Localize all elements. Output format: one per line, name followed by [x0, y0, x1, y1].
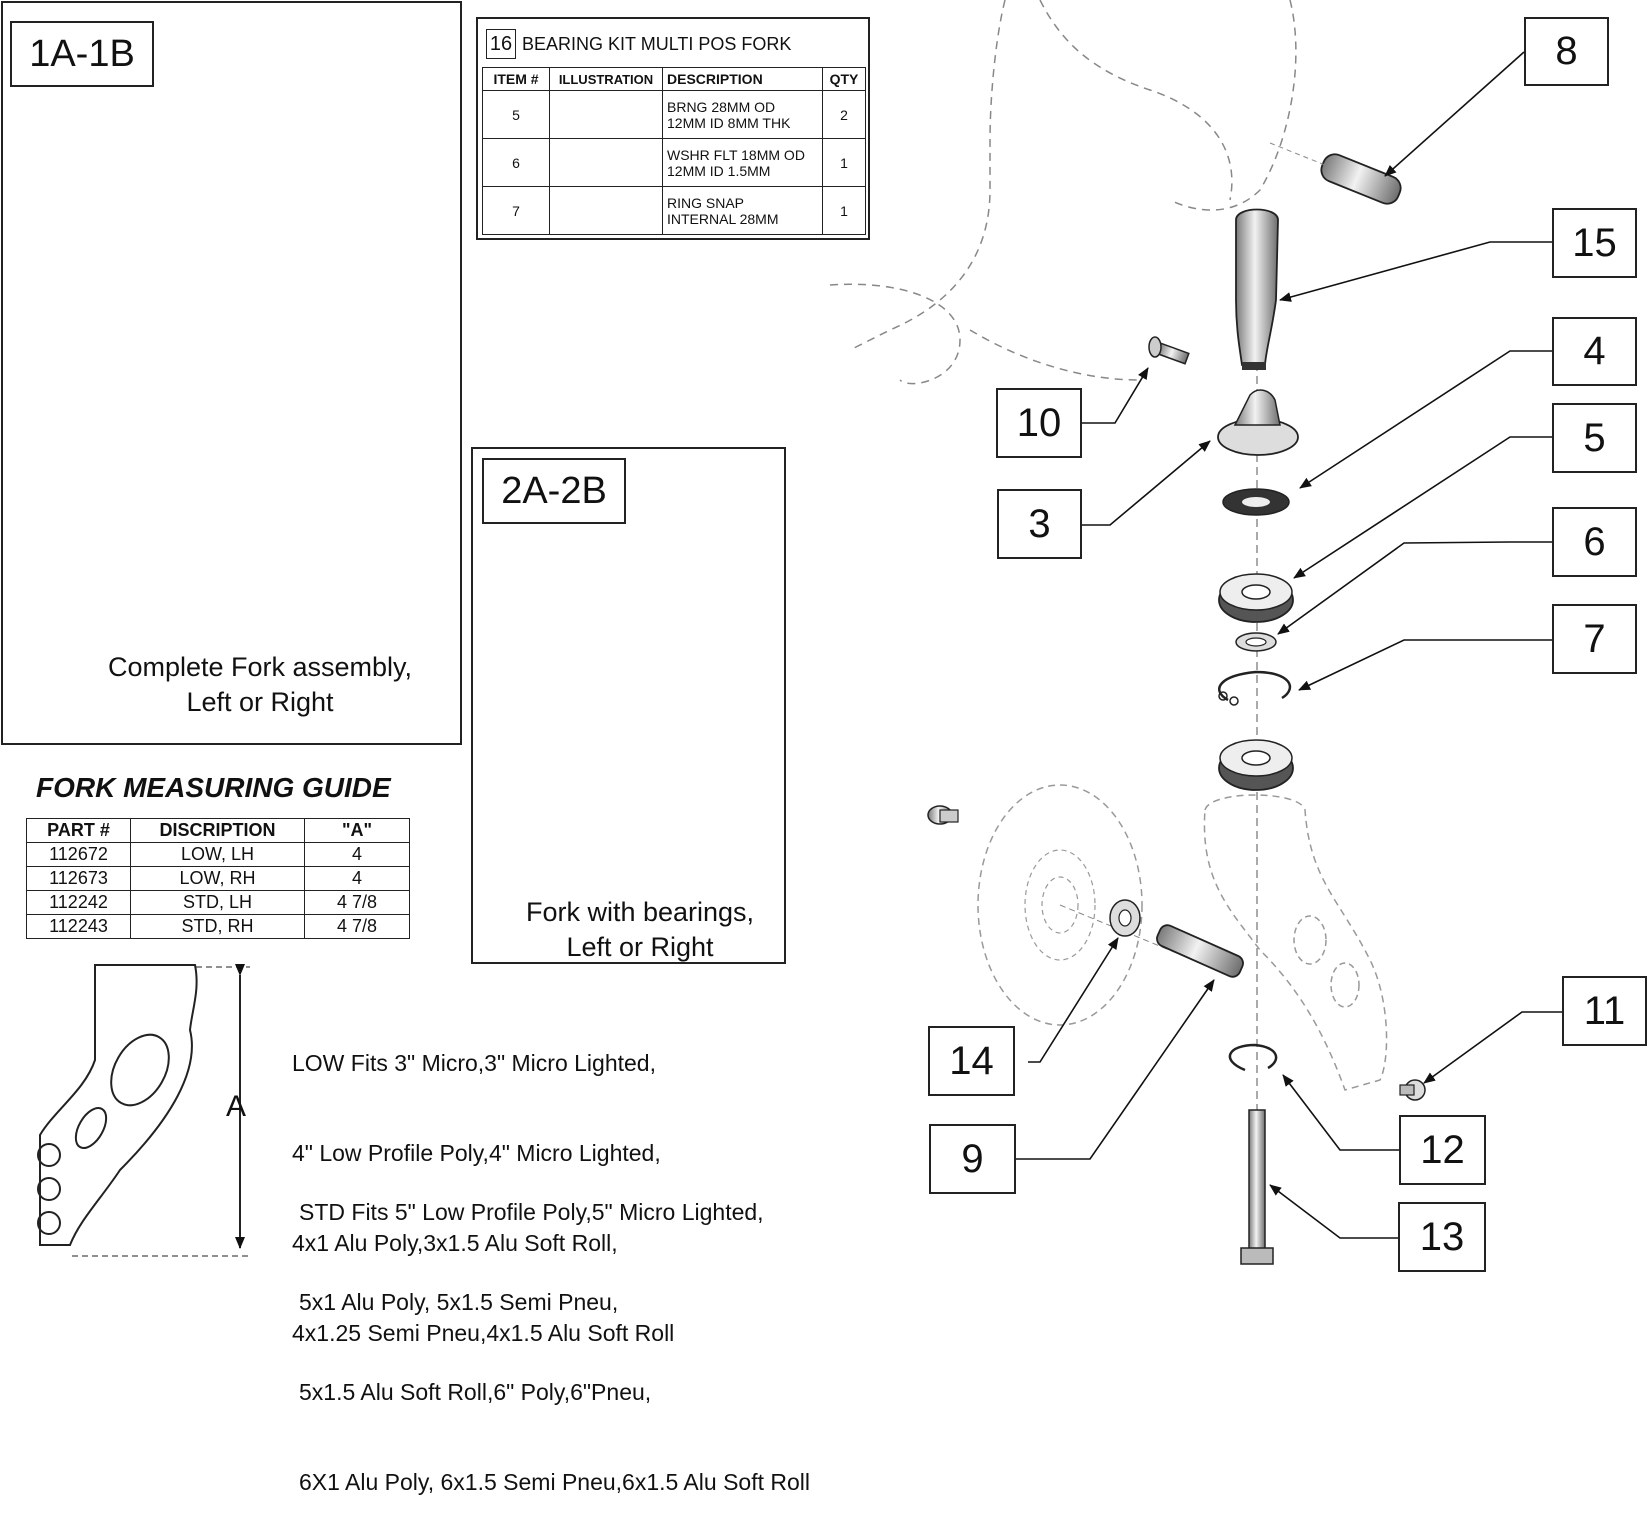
kit-qty: 1 [822, 138, 866, 187]
low-fits-line: LOW Fits 3" Micro,3" Micro Lighted, [292, 1050, 656, 1076]
std-fits-text: STD Fits 5" Low Profile Poly,5" Micro Li… [299, 1137, 810, 1527]
guide-row: 112243 STD, RH 4 7/8 [26, 914, 410, 939]
kit-item: 7 [482, 186, 550, 235]
callout-14: 14 [928, 1026, 1015, 1096]
guide-header-row: PART # DISCRIPTION "A" [26, 818, 410, 843]
panel-1-caption-line-2: Left or Right [186, 687, 334, 717]
kit-description-line-2: 12MM ID 1.5MM [667, 162, 771, 179]
kit-title: 16 BEARING KIT MULTI POS FORK [486, 29, 791, 59]
callout-10: 10 [996, 388, 1082, 458]
callout-4: 4 [1552, 317, 1637, 386]
callout-15: 15 [1552, 208, 1637, 278]
kit-illustration-cell [549, 186, 663, 235]
low-fits-line: 4" Low Profile Poly,4" Micro Lighted, [292, 1140, 661, 1166]
callout-9: 9 [929, 1124, 1016, 1194]
panel-fork-with-bearings [471, 447, 786, 964]
guide-row: 112672 LOW, LH 4 [26, 842, 410, 867]
guide-a-value: 4 [304, 842, 410, 867]
panel-1-label: 1A-1B [10, 21, 154, 87]
guide-title: FORK MEASURING GUIDE [36, 772, 391, 803]
callout-11: 11 [1562, 976, 1647, 1046]
kit-qty: 1 [822, 186, 866, 235]
kit-illustration-cell [549, 138, 663, 187]
kit-header-description: DESCRIPTION [662, 67, 823, 91]
kit-item: 6 [482, 138, 550, 187]
guide-part: 112673 [26, 866, 131, 891]
kit-description-line-1: BRNG 28MM OD [667, 98, 776, 115]
callout-12: 12 [1399, 1115, 1486, 1185]
kit-description-line-1: WSHR FLT 18MM OD [667, 146, 805, 163]
std-fits-line: 5x1.5 Alu Soft Roll,6" Poly,6"Pneu, [299, 1379, 652, 1405]
guide-description: LOW, RH [130, 866, 305, 891]
kit-table: ITEM # ILLUSTRATION DESCRIPTION QTY 5 BR… [482, 67, 866, 235]
panel-2-caption-line-1: Fork with bearings, [525, 897, 755, 927]
kit-illustration-cell [549, 90, 663, 139]
guide-header-description: DISCRIPTION [130, 818, 305, 843]
bearing-kit-box: 16 BEARING KIT MULTI POS FORK ITEM # ILL… [476, 17, 870, 240]
guide-a-value: 4 7/8 [304, 914, 410, 939]
leader-lines [1016, 51, 1562, 1239]
guide-table: PART # DISCRIPTION "A" 112672 LOW, LH 4 … [26, 818, 410, 939]
kit-qty: 2 [822, 90, 866, 139]
kit-header-row: ITEM # ILLUSTRATION DESCRIPTION QTY [482, 67, 866, 91]
kit-number: 16 [486, 29, 516, 59]
std-fits-line: 6X1 Alu Poly, 6x1.5 Semi Pneu,6x1.5 Alu … [299, 1469, 810, 1495]
kit-description-line-1: RING SNAP [667, 194, 745, 211]
panel-1-caption: Complete Fork assembly, Left or Right [60, 650, 460, 720]
kit-header-illustration: ILLUSTRATION [549, 67, 663, 91]
guide-part: 112672 [26, 842, 131, 867]
callout-6: 6 [1552, 507, 1637, 577]
std-fits-line: 5x1 Alu Poly, 5x1.5 Semi Pneu, [299, 1289, 619, 1315]
callout-3: 3 [997, 489, 1082, 559]
guide-a-value: 4 [304, 866, 410, 891]
measuring-fork-outline [37, 964, 250, 1257]
guide-row: 112242 STD, LH 4 7/8 [26, 890, 410, 915]
kit-header-qty: QTY [822, 67, 866, 91]
callout-13: 13 [1398, 1202, 1486, 1272]
panel-complete-fork [1, 1, 462, 745]
guide-description: STD, LH [130, 890, 305, 915]
callout-7: 7 [1552, 604, 1637, 674]
guide-a-value: 4 7/8 [304, 890, 410, 915]
guide-row: 112673 LOW, RH 4 [26, 866, 410, 891]
callout-5: 5 [1552, 403, 1637, 473]
kit-description-line-2: INTERNAL 28MM [667, 210, 779, 227]
kit-item: 5 [482, 90, 550, 139]
exploded-assembly [829, 0, 1426, 1265]
low-fits-line: 4x1 Alu Poly,3x1.5 Alu Soft Roll, [292, 1230, 618, 1256]
kit-description-line-2: 12MM ID 8MM THK [667, 114, 791, 131]
panel-2-caption-line-2: Left or Right [566, 932, 714, 962]
std-fits-line: STD Fits 5" Low Profile Poly,5" Micro Li… [299, 1199, 764, 1225]
kit-title-text: BEARING KIT MULTI POS FORK [522, 33, 792, 54]
panel-2-label: 2A-2B [482, 458, 626, 524]
callout-8: 8 [1524, 17, 1609, 86]
guide-part: 112242 [26, 890, 131, 915]
guide-header-a: "A" [304, 818, 410, 843]
dimension-a-label: A [226, 1090, 247, 1123]
guide-part: 112243 [26, 914, 131, 939]
guide-description: LOW, LH [130, 842, 305, 867]
guide-description: STD, RH [130, 914, 305, 939]
kit-header-item: ITEM # [482, 67, 550, 91]
guide-header-part: PART # [26, 818, 131, 843]
panel-2-caption: Fork with bearings, Left or Right [500, 895, 780, 965]
panel-1-caption-line-1: Complete Fork assembly, [107, 652, 413, 682]
